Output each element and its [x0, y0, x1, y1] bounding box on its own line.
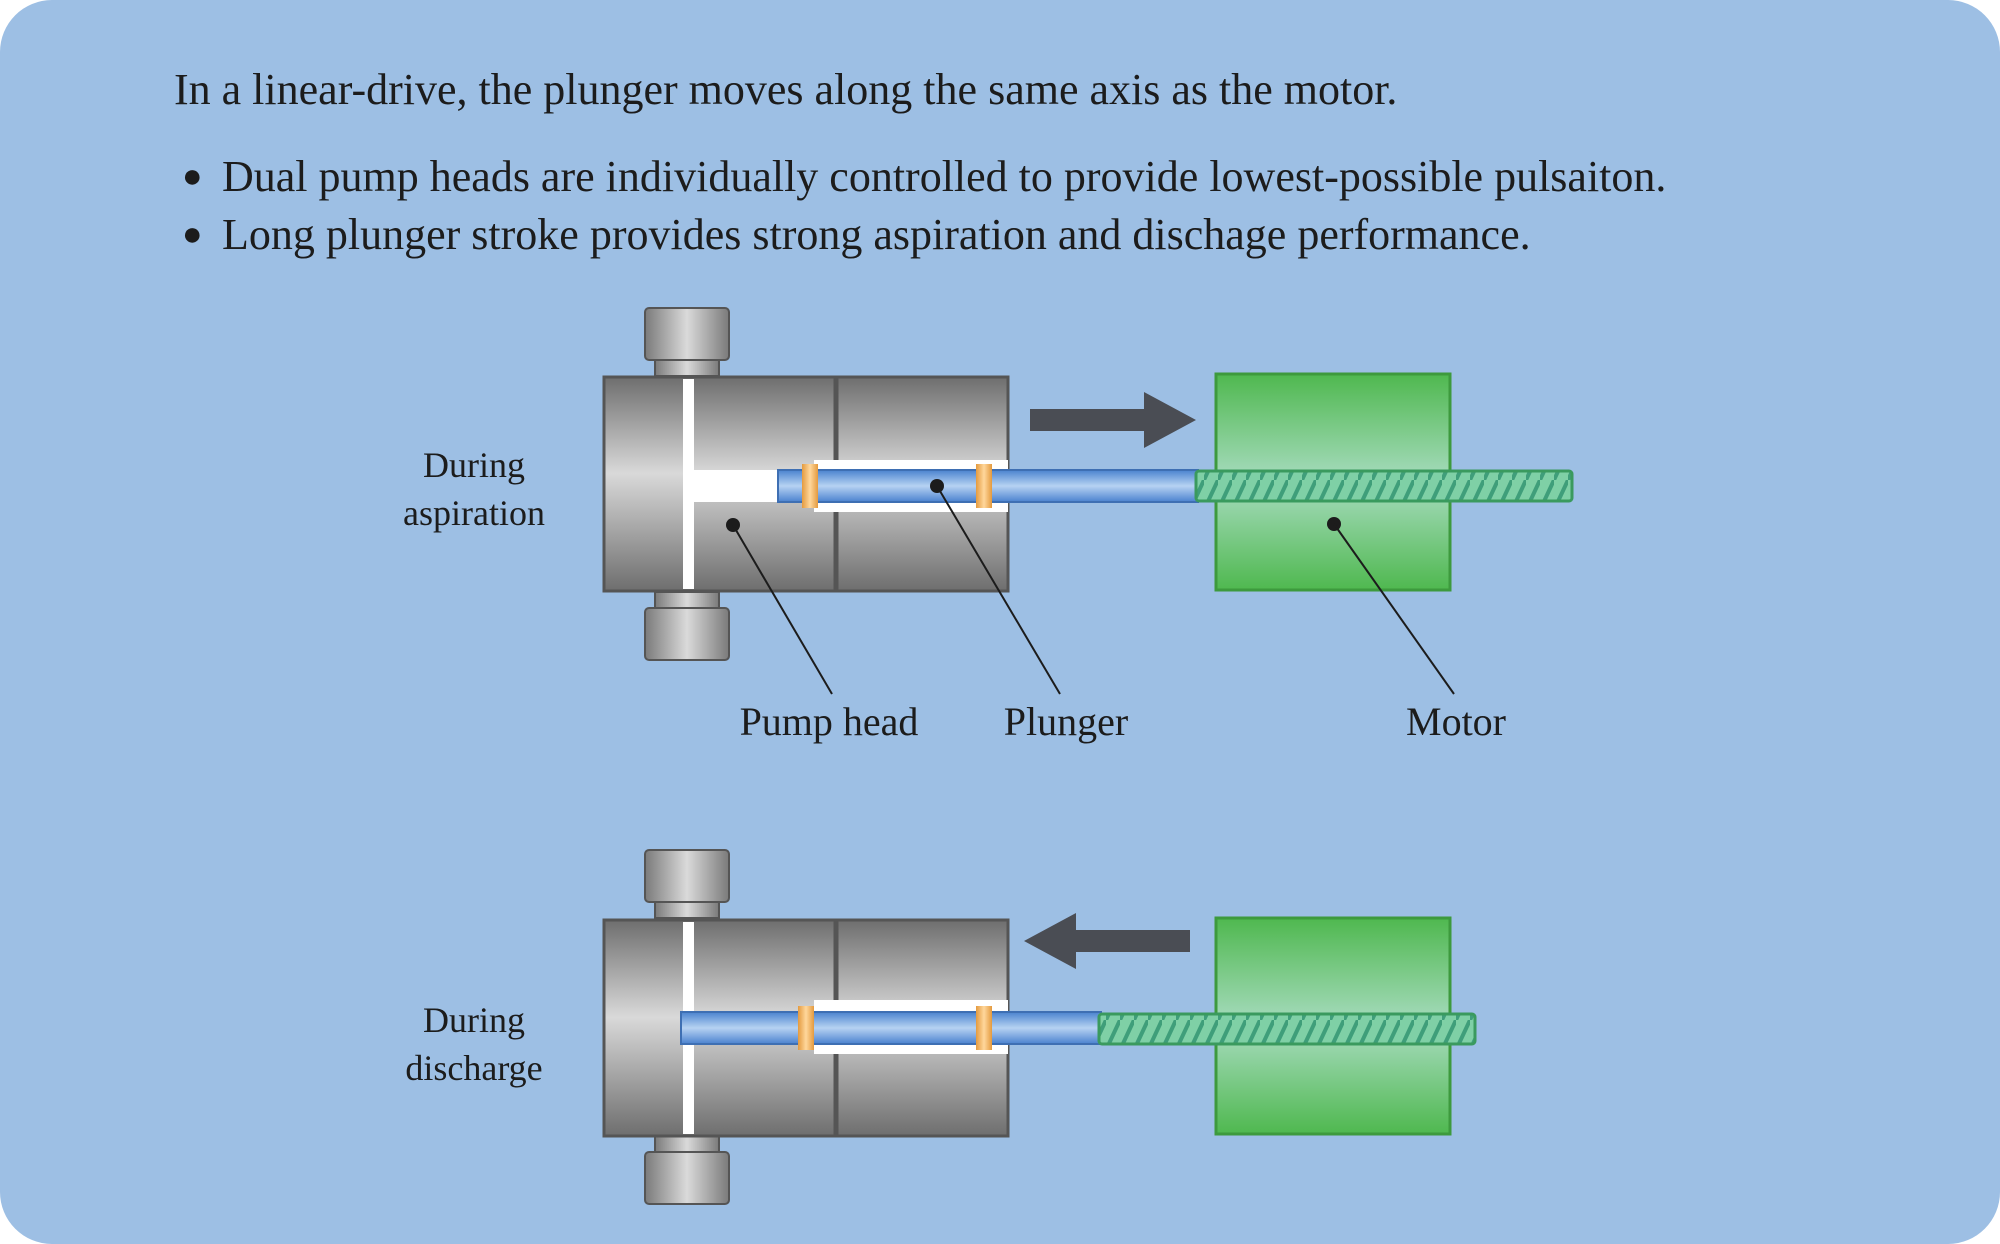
bullet-text: Dual pump heads are individually control… — [222, 152, 1667, 201]
lead-screw — [1194, 469, 1574, 503]
plunger-rod — [680, 1011, 1102, 1045]
label-during-aspiration-line1: During — [423, 445, 525, 485]
pump-cap-neck — [654, 1135, 720, 1153]
pump-cap-neck — [654, 591, 720, 609]
callout-line — [1333, 523, 1455, 695]
callout-line — [936, 485, 1061, 695]
plunger-seal — [798, 1006, 814, 1050]
pump-cap-bottom — [644, 1151, 730, 1205]
callout-line — [732, 524, 833, 695]
bullet-item: ● Long plunger stroke provides strong asp… — [182, 206, 1666, 264]
callout-plunger: Plunger — [1004, 699, 1128, 744]
aspiration-assembly — [602, 307, 1574, 695]
pump-cap-neck — [654, 901, 720, 919]
arrow-right-icon — [1030, 392, 1196, 448]
plunger-seal — [802, 464, 818, 508]
lead-screw — [1097, 1012, 1477, 1046]
bullet-text: Long plunger stroke provides strong aspi… — [222, 210, 1531, 259]
label-during-discharge-line2: discharge — [405, 1048, 542, 1088]
label-during-discharge-line1: During — [423, 1000, 525, 1040]
pump-cap-bottom — [644, 607, 730, 661]
plunger-seal — [976, 464, 992, 508]
callout-motor: Motor — [1406, 699, 1506, 744]
bullet-dot-icon: ● — [182, 216, 203, 253]
plunger-seal — [976, 1006, 992, 1050]
fluid-chamber — [683, 470, 783, 502]
label-during-aspiration-line2: aspiration — [403, 493, 545, 533]
bullet-item: ● Dual pump heads are individually contro… — [182, 148, 1666, 206]
intro-text: In a linear-drive, the plunger moves alo… — [174, 65, 1398, 114]
pump-cap-neck — [654, 359, 720, 377]
arrow-left-icon — [1024, 913, 1190, 969]
bullet-dot-icon: ● — [182, 158, 203, 195]
bullet-list: ● Dual pump heads are individually contro… — [182, 148, 1666, 264]
pump-cap-top — [644, 307, 730, 361]
pump-cap-top — [644, 849, 730, 903]
discharge-assembly — [602, 849, 1477, 1205]
callout-pump-head: Pump head — [740, 699, 919, 744]
